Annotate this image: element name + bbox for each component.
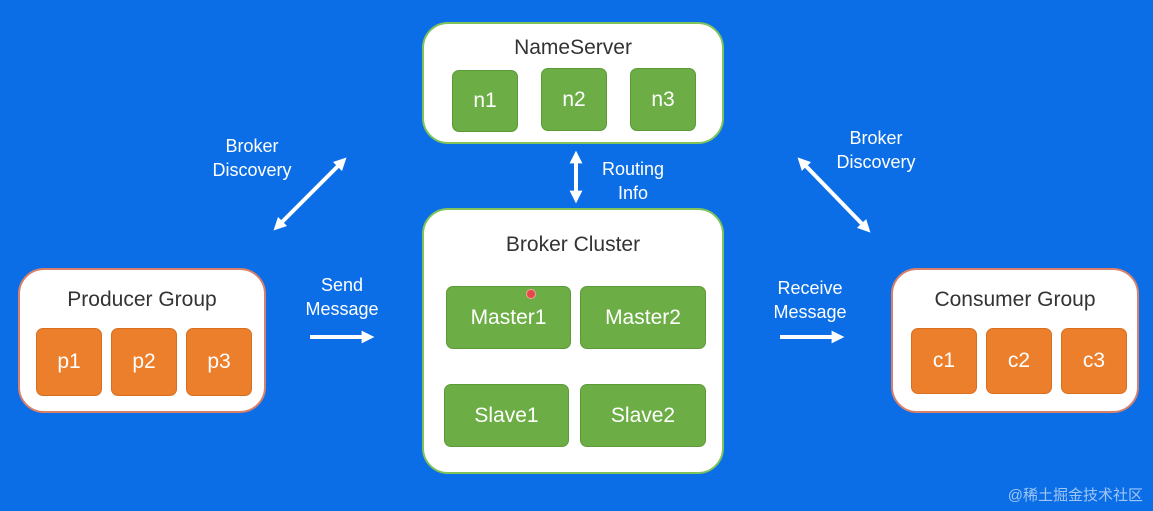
producer-discovery-label-line2: Discovery [212, 160, 292, 180]
broker-cluster-box: Broker Cluster Master1 Master2 Slave1 Sl… [422, 208, 724, 474]
consumer-discovery-label-line1: Broker [849, 128, 903, 148]
consumer-node-c2: c2 [986, 328, 1052, 394]
producer-group-box: Producer Group p1 p2 p3 [18, 268, 266, 413]
producer-node-p2: p2 [111, 328, 177, 396]
consumer-discovery-arrow [797, 157, 871, 233]
consumer-discovery-label-line2: Discovery [836, 152, 916, 172]
consumer-group-box: Consumer Group c1 c2 c3 [891, 268, 1139, 413]
consumer-group-title: Consumer Group [934, 288, 1096, 311]
broker-cluster-title: Broker Cluster [505, 233, 641, 256]
producer-discovery-label: Broker Discovery [196, 134, 308, 182]
nameserver-node-n2: n2 [541, 68, 607, 131]
receive-message-label: Receive Message [762, 276, 858, 324]
routing-info-label-line2: Info [617, 183, 649, 203]
nameserver-node-n1: n1 [452, 70, 518, 132]
routing-info-label: Routing Info [590, 157, 676, 205]
broker-node-master2: Master2 [580, 286, 706, 349]
consumer-node-c1: c1 [911, 328, 977, 394]
producer-group-title: Producer Group [67, 288, 217, 311]
nameserver-node-n3: n3 [630, 68, 696, 131]
receive-message-label-line1: Receive [777, 278, 843, 298]
nameserver-title: NameServer [514, 36, 632, 59]
send-message-label-line2: Message [305, 299, 379, 319]
broker-node-slave2: Slave2 [580, 384, 706, 447]
send-message-label: Send Message [296, 273, 388, 321]
consumer-node-c3: c3 [1061, 328, 1127, 394]
pointer-dot-icon [526, 289, 536, 299]
routing-info-label-line1: Routing [601, 159, 665, 179]
nameserver-box: NameServer n1 n2 n3 [422, 22, 724, 144]
receive-message-label-line2: Message [773, 302, 847, 322]
broker-node-master1: Master1 [446, 286, 571, 349]
watermark: @稀土掘金技术社区 [1007, 487, 1143, 504]
producer-discovery-label-line1: Broker [225, 136, 279, 156]
producer-node-p3: p3 [186, 328, 252, 396]
consumer-discovery-label: Broker Discovery [820, 126, 932, 174]
producer-node-p1: p1 [36, 328, 102, 396]
send-message-label-line1: Send [320, 275, 364, 295]
broker-node-slave1: Slave1 [444, 384, 569, 447]
producer-discovery-arrow [273, 157, 347, 231]
